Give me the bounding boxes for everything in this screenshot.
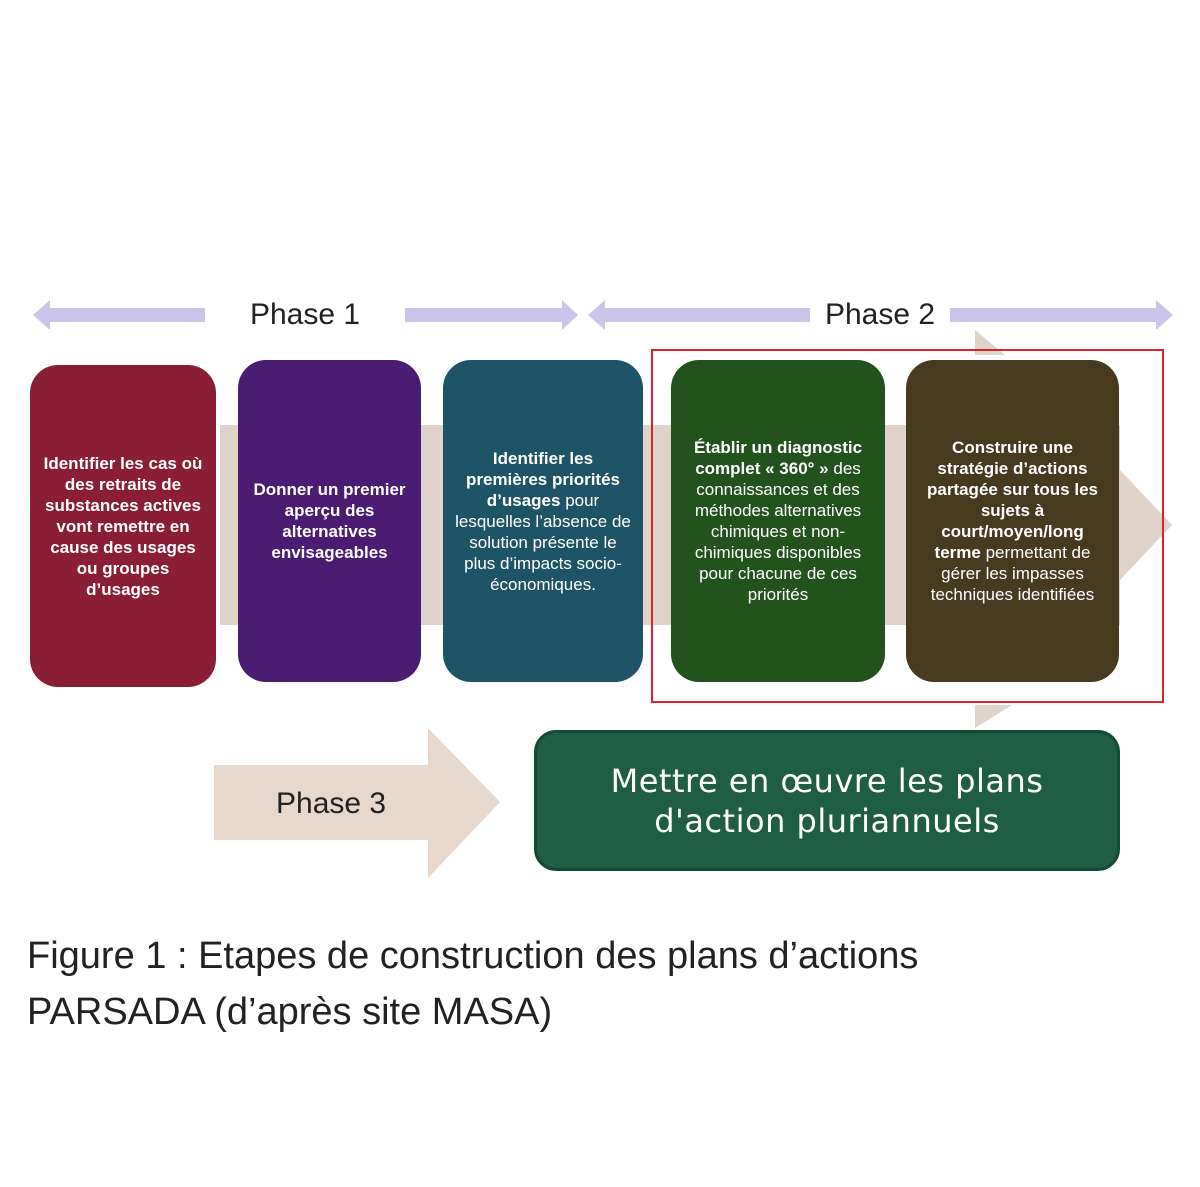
arrow-down-tip <box>975 705 1012 728</box>
highlight-frame <box>651 349 1164 703</box>
step-box-2: Donner un premier aperçu des alternative… <box>238 360 421 682</box>
step-text-2: Donner un premier aperçu des alternative… <box>250 479 409 563</box>
step-box-4: Établir un diagnostic complet « 360° » d… <box>671 360 885 682</box>
step-box-1: Identifier les cas où des retraits de su… <box>30 365 216 687</box>
step-box-5: Construire une stratégie d’actions parta… <box>906 360 1119 682</box>
step-text-part: Construire une stratégie d’actions parta… <box>926 438 1098 562</box>
caption-line-1: Figure 1 : Etapes de construction des pl… <box>27 935 919 977</box>
phase2-label: Phase 2 <box>810 298 950 332</box>
step-box-3: Identifier les premières priorités d’usa… <box>443 360 643 682</box>
arrow-up-tip <box>975 330 1005 355</box>
figure-caption: Figure 1 : Etapes de construction des pl… <box>27 928 1177 1040</box>
phase3-label: Phase 3 <box>276 787 387 820</box>
step-text-part: permettant de gérer les impasses techniq… <box>930 543 1095 604</box>
step-text-part: Établir un diagnostic complet « 360° » <box>693 438 863 478</box>
step-text-part: Donner un premier aperçu des alternative… <box>253 480 406 562</box>
step-text-1: Identifier les cas où des retraits de su… <box>42 453 204 600</box>
step-text-3: Identifier les premières priorités d’usa… <box>455 448 631 595</box>
action-plan-box: Mettre en œuvre les plans d'action pluri… <box>534 730 1120 871</box>
action-line-2: d'action pluriannuels <box>654 801 1000 840</box>
step-text-5: Construire une stratégie d’actions parta… <box>918 437 1107 605</box>
step-text-part: des connaissances et des méthodes altern… <box>694 459 862 604</box>
step-text-part: pour lesquelles l’absence de solution pr… <box>455 490 631 594</box>
caption-line-2: PARSADA (d’après site MASA) <box>27 991 553 1033</box>
action-line-1: Mettre en œuvre les plans <box>610 761 1044 800</box>
phase3-arrow <box>214 728 500 878</box>
step-text-4: Établir un diagnostic complet « 360° » d… <box>683 437 873 605</box>
step-text-part: Identifier les premières priorités d’usa… <box>465 448 620 510</box>
step-text-part: Identifier les cas où des retraits de su… <box>43 453 203 599</box>
phase1-label: Phase 1 <box>205 298 405 332</box>
